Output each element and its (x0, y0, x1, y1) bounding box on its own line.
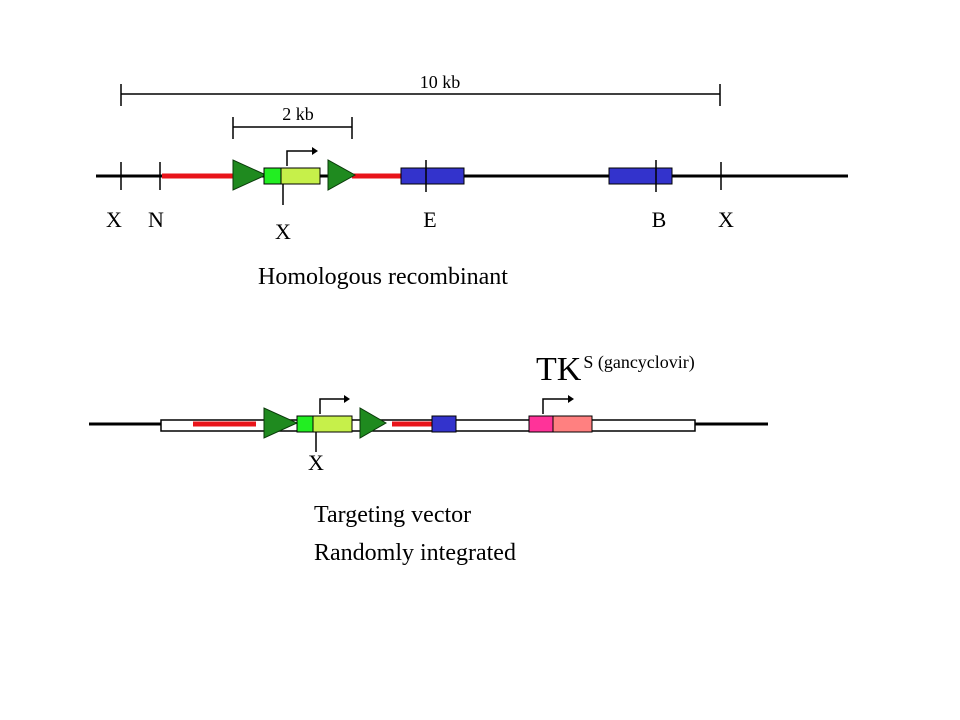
scale-label-10kb: 10 kb (420, 72, 461, 92)
neo-gene-box (280, 167, 321, 185)
vector-loxp-site-right (359, 407, 388, 439)
vector-neo-promoter-box (296, 415, 314, 433)
neo-promoter-arrow (286, 150, 312, 166)
neo-arrow-head (312, 147, 318, 155)
neo-promoter-box (263, 167, 282, 185)
site-label-x-left: X (106, 207, 122, 232)
loxp-site-right (327, 159, 357, 191)
scale-bar-2kb: 2 kb (232, 104, 353, 139)
scale-label-2kb: 2 kb (282, 104, 314, 124)
vector-site-label-x: X (308, 450, 324, 475)
site-label-b: B (652, 207, 667, 232)
tk-gene-box (552, 415, 593, 433)
loxp-site-left (232, 159, 268, 191)
homologous-caption: Homologous recombinant (258, 264, 508, 290)
vector-caption-line1: Targeting vector (314, 502, 471, 528)
site-label-e: E (423, 207, 436, 232)
vector-caption-line2: Randomly integrated (314, 540, 516, 566)
site-label-x-right: X (718, 207, 734, 232)
vector-loxp-site-left (263, 407, 299, 439)
vector-neo-promoter-arrow (319, 398, 344, 414)
site-label-x-mid: X (275, 219, 291, 244)
tk-arrow-head (568, 395, 574, 403)
exon-box-1 (400, 167, 465, 185)
homologous-recombinant-map: 10 kb 2 kb X N (96, 72, 848, 290)
vector-neo-arrow-head (344, 395, 350, 403)
vector-exon-box (431, 415, 457, 433)
tk-promoter-arrow (542, 398, 568, 414)
site-label-n: N (148, 207, 164, 232)
exon-box-2 (608, 167, 673, 185)
tk-promoter-box (528, 415, 554, 433)
scale-bar-10kb: 10 kb (120, 72, 721, 106)
vector-neo-gene-box (312, 415, 353, 433)
